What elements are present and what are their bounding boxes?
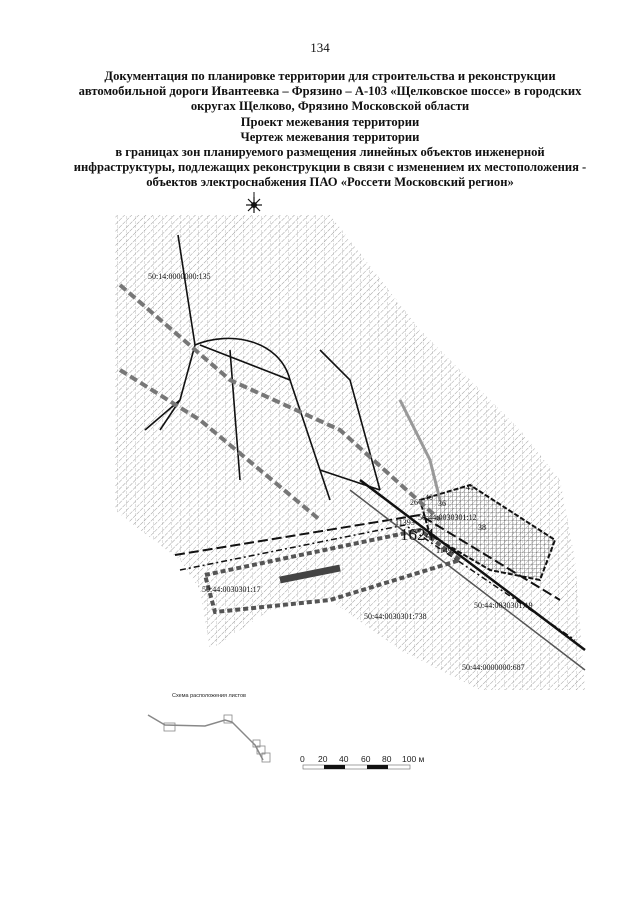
point-label: 41: [466, 483, 474, 492]
parcel-label: 50:14:0000000:135: [148, 272, 211, 281]
point-label: 26: [410, 498, 418, 507]
scale-label: 100 м: [402, 754, 425, 764]
sheet-layout-inset: Схема расположения листов: [147, 693, 271, 763]
scale-label: 20: [318, 754, 328, 764]
title-line: Проект межевания территории: [240, 114, 420, 129]
title-line: Документация по планировке территории дл…: [104, 69, 556, 83]
scale-label: 80: [382, 754, 392, 764]
parcel-label: 50:44:0030301:19: [474, 601, 533, 610]
parcel-label: 50:44:0030301:738: [364, 612, 427, 621]
scale-label: 60: [361, 754, 371, 764]
title-line: в границах зон планируемого размещения л…: [115, 145, 545, 160]
parcel-label: 50:44:0000000:687: [462, 663, 525, 672]
title-line: инфраструктуры, подлежащих реконструкции…: [73, 160, 587, 175]
title-line: объектов электроснабжения ПАО «Россети М…: [146, 175, 514, 190]
title-line: округах Щелково, Фрязино Московской обла…: [190, 99, 470, 114]
parcel-label: 50:44:0030301:17: [202, 585, 261, 594]
point-label: 36: [438, 499, 446, 508]
scale-label: 40: [339, 754, 349, 764]
point-label: 38: [478, 523, 486, 532]
point-label: 40: [425, 493, 433, 502]
point-label: 11492: [436, 546, 456, 555]
document-title: Документация по планировке территории дл…: [60, 69, 600, 191]
compass-rose-icon: [246, 192, 262, 213]
inset-title: Схема расположения листов: [172, 693, 246, 699]
map-area: [115, 215, 586, 690]
scale-label: 0: [300, 754, 305, 764]
point-label: 11393: [395, 518, 415, 527]
title-line: Чертеж межевания территории: [240, 129, 420, 144]
zone-number: 1624: [400, 525, 435, 544]
parcel-label: 50:44:0030301:12: [418, 513, 477, 522]
title-line: автомобильной дороги Ивантеевка – Фрязин…: [78, 84, 582, 99]
scale-bar: 0 20 40 60 80 100 м: [300, 754, 425, 770]
page-number: 134: [310, 40, 330, 55]
